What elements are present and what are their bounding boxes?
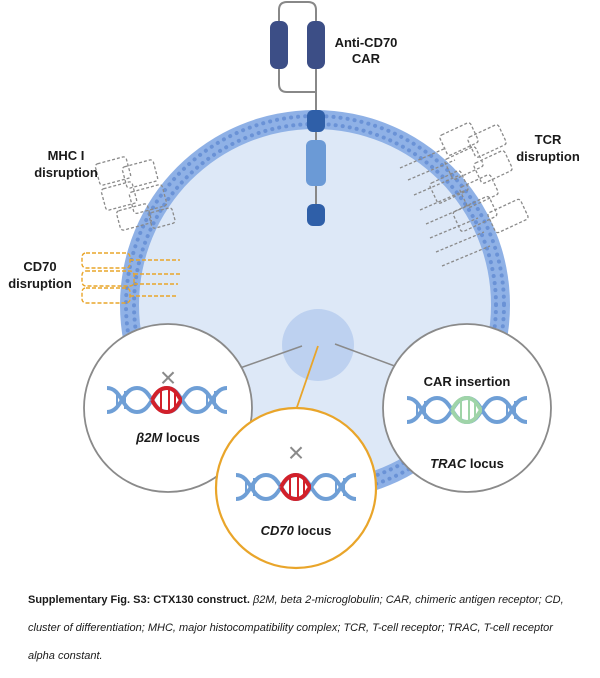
- cd70-locus-panel: × CD70 locus: [214, 406, 378, 570]
- b2m-dna-helix: [106, 385, 228, 415]
- car-label-line1: Anti-CD70: [335, 35, 398, 50]
- car-transmembrane: [307, 110, 325, 132]
- cd70-disrupted: [81, 252, 180, 304]
- cd70-label-line2: disruption: [8, 276, 72, 291]
- figure-caption: Supplementary Fig. S3: CTX130 construct.…: [28, 586, 576, 670]
- tcr-label-line1: TCR: [535, 132, 562, 147]
- car-insertion-label: CAR insertion: [424, 374, 511, 389]
- car-scfv-domain-right: [307, 21, 325, 69]
- locus-connectors: [239, 343, 401, 411]
- trac-locus-panel: CAR insertion TRAC locus: [382, 323, 552, 493]
- ctx130-diagram: × β2M locus CAR insertion: [8, 1, 580, 570]
- cd70-label-line1: CD70: [23, 259, 56, 274]
- car-scfv-domain-left: [270, 21, 288, 69]
- b2m-knockout-mark: ×: [160, 362, 176, 393]
- anti-cd70-car: [270, 1, 326, 226]
- b2m-locus-label: β2M locus: [135, 430, 200, 445]
- caption-text: β2M, beta 2-microglobulin; CAR, chimeric…: [28, 594, 564, 662]
- tcr-disrupted: [399, 122, 529, 267]
- mhc-label-line1: MHC I: [48, 148, 85, 163]
- tcr-label-line2: disruption: [516, 149, 580, 164]
- cd70-knockout-mark: ×: [288, 437, 304, 468]
- car-costim-domain: [306, 140, 326, 186]
- trac-dna-helix: [406, 395, 528, 425]
- cd70-locus-label: CD70 locus: [261, 523, 332, 538]
- car-signal-domain: [307, 204, 325, 226]
- trac-locus-label: TRAC locus: [430, 456, 504, 471]
- cd70-dna-helix: [235, 472, 357, 502]
- b2m-locus-panel: × β2M locus: [83, 323, 253, 493]
- mhc-label-line2: disruption: [34, 165, 98, 180]
- caption-title: Supplementary Fig. S3: CTX130 construct.: [28, 594, 250, 606]
- car-label-line2: CAR: [352, 51, 381, 66]
- nucleus: [282, 309, 354, 381]
- mhc-i-disrupted: [94, 156, 176, 231]
